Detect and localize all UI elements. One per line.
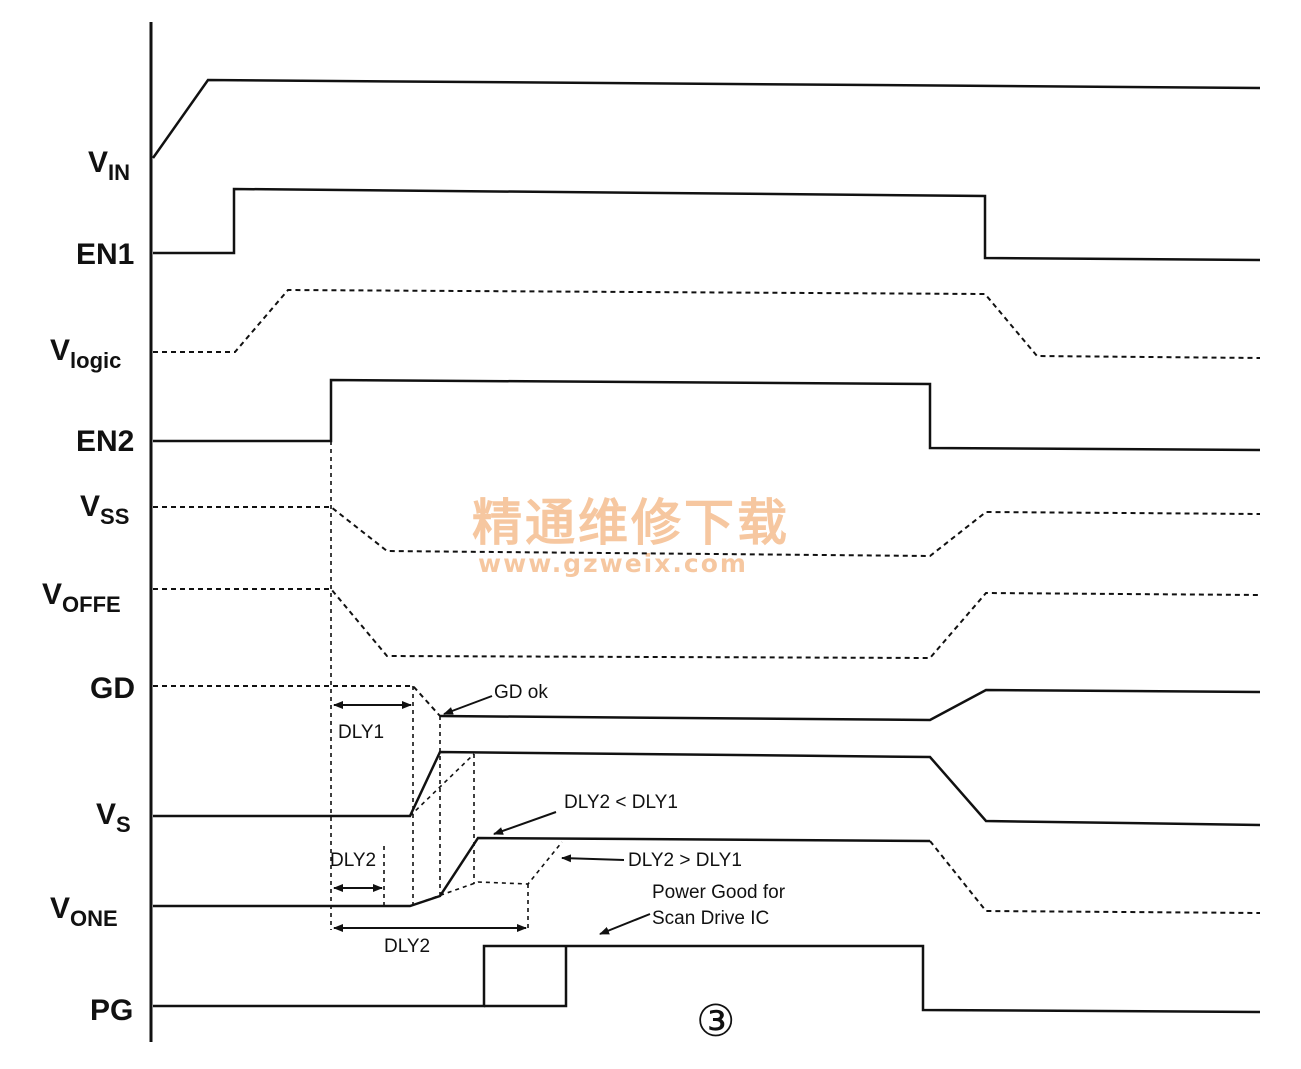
waveform-en2 xyxy=(153,378,1261,452)
svg-text:VSS: VSS xyxy=(80,490,129,529)
label-sub: SS xyxy=(100,504,129,529)
waveform-voffe xyxy=(153,588,1261,660)
figure-number: ③ xyxy=(696,996,735,1047)
label-main: V xyxy=(50,892,70,925)
svg-text:Vlogic: Vlogic xyxy=(50,334,121,373)
gd-ok-pointer xyxy=(443,695,493,715)
waveform-vs-alt xyxy=(409,753,475,817)
label-main: V xyxy=(96,798,116,831)
svg-text:VIN: VIN xyxy=(88,146,130,185)
waveform-vone xyxy=(153,836,931,908)
label-main: V xyxy=(88,146,108,179)
waveform-pg xyxy=(153,944,1261,1014)
waveform-pg-alt xyxy=(484,946,568,1008)
waveform-vs xyxy=(153,750,1261,827)
signal-label-pg: PG xyxy=(90,994,133,1027)
label-main: PG xyxy=(90,994,133,1027)
dly2-gt-dly1-pointer xyxy=(561,854,625,863)
signal-label-vone: VONE xyxy=(50,892,118,931)
power-good-label-line2: Scan Drive IC xyxy=(652,908,769,929)
label-main: EN1 xyxy=(76,238,134,271)
svg-text:VONE: VONE xyxy=(50,892,118,931)
signal-label-vs: VS xyxy=(96,798,131,837)
waveform-vone-alt xyxy=(409,841,563,907)
dly1-label: DLY1 xyxy=(338,722,384,743)
waveform-vlogic xyxy=(153,288,1261,359)
watermark-url: www.gzweix.com xyxy=(478,549,748,578)
waveform-en1 xyxy=(153,187,1261,262)
label-main: V xyxy=(50,334,70,367)
label-main: V xyxy=(80,490,100,523)
waveform-vss xyxy=(153,506,1261,558)
label-sub: ONE xyxy=(70,906,118,931)
label-sub: IN xyxy=(108,160,130,185)
label-main: EN2 xyxy=(76,425,134,458)
label-sub: logic xyxy=(70,348,121,373)
label-sub: OFFE xyxy=(62,592,121,617)
dly2-short-label: DLY2 xyxy=(330,850,376,871)
power-good-label-line1: Power Good for xyxy=(652,882,786,903)
waveform-gd xyxy=(439,688,1261,722)
dly2-lt-dly1-label: DLY2 < DLY1 xyxy=(564,792,678,813)
power-good-pointer xyxy=(599,913,651,935)
signal-label-vss: VSS xyxy=(80,490,129,529)
svg-text:VOFFE: VOFFE xyxy=(42,578,121,617)
signal-label-vlogic: Vlogic xyxy=(50,334,121,373)
label-main: GD xyxy=(90,672,135,705)
waveform-vin xyxy=(151,78,1261,159)
signal-label-voffe: VOFFE xyxy=(42,578,121,617)
label-main: V xyxy=(42,578,62,611)
waveform-vone-tail xyxy=(929,840,1261,914)
waveform-gd-dashed xyxy=(153,685,441,717)
dly2-gt-dly1-label: DLY2 > DLY1 xyxy=(628,850,742,871)
signal-label-gd: GD xyxy=(90,672,135,705)
signal-label-vin: VIN xyxy=(88,146,130,185)
watermark-chinese: 精通维修下载 xyxy=(472,494,790,552)
svg-text:VS: VS xyxy=(96,798,131,837)
signal-label-en1: EN1 xyxy=(76,238,134,271)
gd-ok-label: GD ok xyxy=(494,682,548,703)
label-sub: S xyxy=(116,812,131,837)
signal-label-en2: EN2 xyxy=(76,425,134,458)
dly2-long-label: DLY2 xyxy=(384,936,430,957)
dly2-lt-dly1-pointer xyxy=(493,811,557,835)
